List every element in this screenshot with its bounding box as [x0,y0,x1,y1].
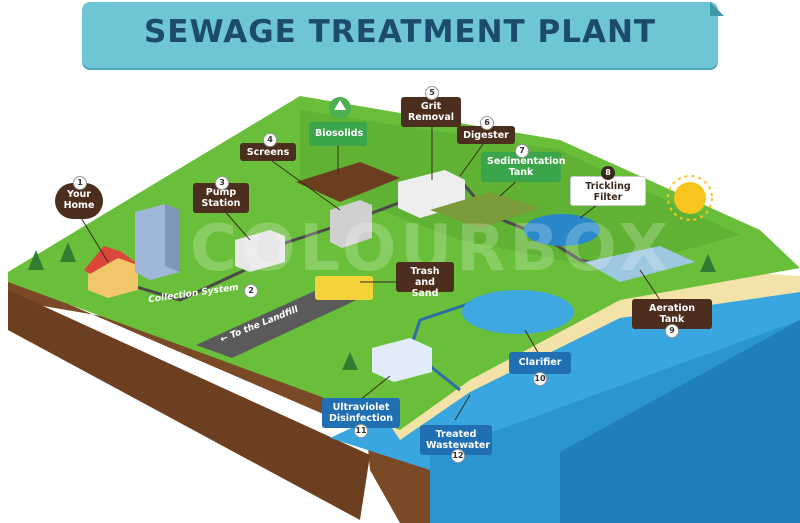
sun-icon [667,175,713,221]
water-front [430,320,800,523]
step-badge: 11 [354,424,368,438]
landfill-road [196,284,365,358]
label-grit-removal: Grit Removal [401,97,461,127]
tree [28,250,44,270]
label-trickling-filter: Trickling Filter [570,176,646,206]
grass-patch [300,110,740,270]
recycle-icon [329,97,351,119]
screens-box [330,200,372,248]
label-trash-and-sand: Trash and Sand [396,262,454,299]
sedimentation-tank [430,192,540,228]
step-badge: 8 [601,166,615,180]
leader-line [454,394,471,421]
label-ultraviolet-disinfection: Ultraviolet Disinfection [322,398,400,428]
tree [700,254,716,272]
label-digester: Digester [457,126,515,144]
biosolids-bed [296,162,400,202]
tree [342,352,358,370]
step-badge: 3 [215,176,229,190]
leader-line [267,157,341,211]
water-front-dark [560,320,800,523]
tree [60,242,76,262]
step-badge: 6 [480,116,494,130]
label-biosolids: Biosolids [309,122,367,146]
leader-line [459,139,487,177]
uv-building [372,338,432,382]
page-title: SEWAGE TREATMENT PLANT [143,14,657,50]
step-badge: 5 [425,86,439,100]
collection-pipe [129,268,246,302]
label-clarifier: Clarifier [509,352,571,374]
aeration-tank [585,246,695,282]
soil-face-dark [8,290,370,520]
step-badge: 12 [451,449,465,463]
title-banner: SEWAGE TREATMENT PLANT [82,2,724,68]
step-badge: 4 [263,133,277,147]
clarifier [462,290,574,334]
step-badge: 2 [244,284,258,298]
leader-line [221,207,251,241]
leader-line [524,329,541,357]
trash-truck [315,276,373,300]
leader-line [79,215,109,263]
leader-line [359,375,391,401]
pump-station-body [235,230,285,272]
label-screens: Screens [240,143,296,161]
step-badge: 9 [665,324,679,338]
step-badge: 7 [515,144,529,158]
trickling-filter [524,214,600,246]
outflow-pipe [408,298,481,392]
step-badge: 10 [533,372,547,386]
tower-side [165,204,180,272]
house-roof [84,246,140,274]
leader-line [639,269,661,301]
step-badge: 1 [73,176,87,190]
